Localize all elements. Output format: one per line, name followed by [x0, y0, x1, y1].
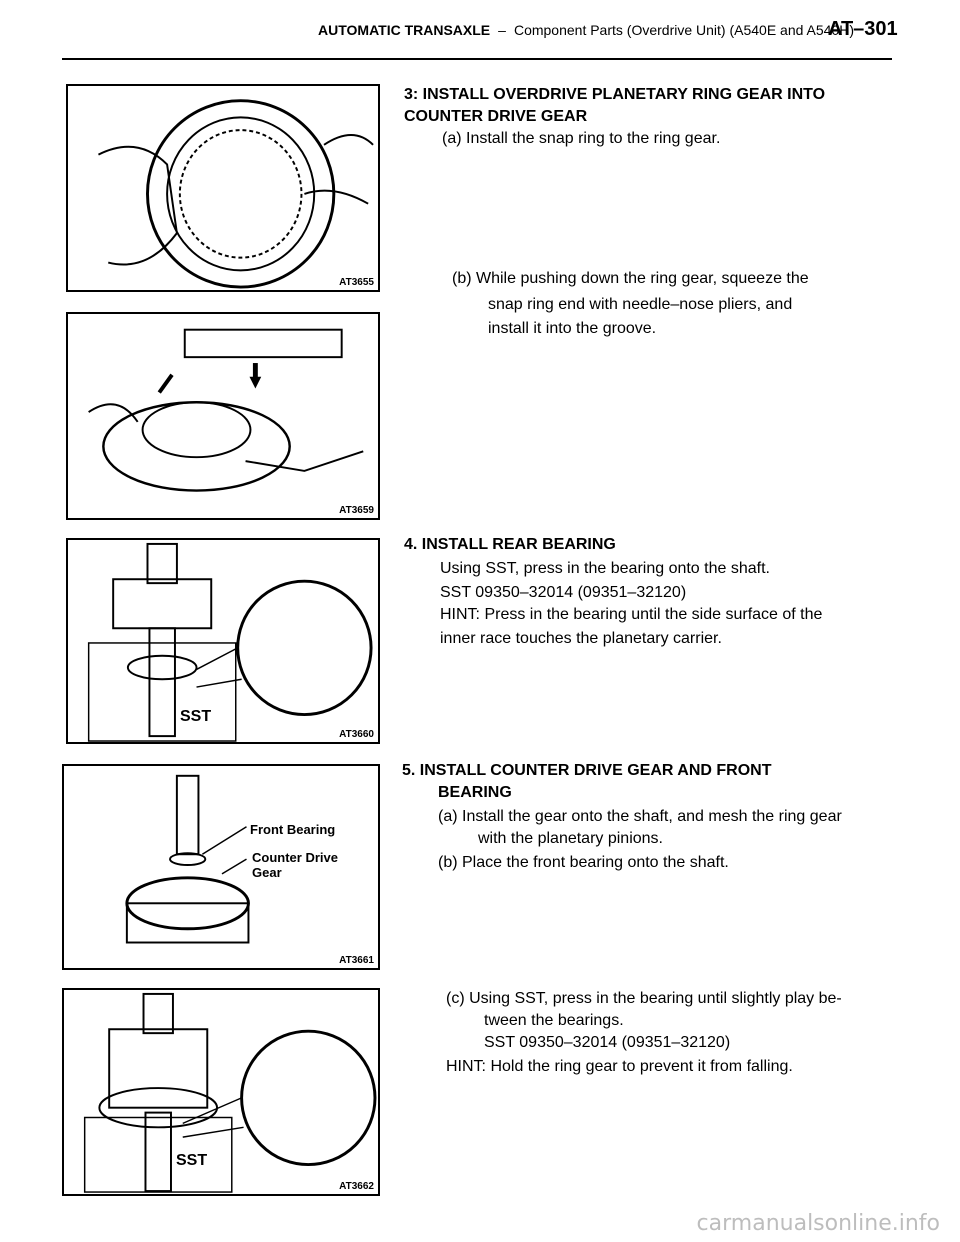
- figure-ring-gear-snap-ring: AT3655: [66, 84, 380, 292]
- header-rule: [62, 58, 892, 60]
- figure-label-sst: SST: [176, 1152, 208, 1169]
- step5-b: (b) Place the front bearing onto the sha…: [438, 854, 729, 871]
- figure-label-sst: SST: [180, 708, 212, 725]
- step3-b-line2: snap ring end with needle–nose pliers, a…: [488, 296, 793, 313]
- step3-title-line1: 3: INSTALL OVERDRIVE PLANETARY RING GEAR…: [404, 86, 826, 103]
- pliers-illustration: [88, 328, 364, 492]
- step5-c-line1: (c) Using SST, press in the bearing unti…: [446, 990, 842, 1007]
- page-number: AT–301: [828, 18, 898, 40]
- figure-counter-drive-gear: Front Bearing Counter Drive Gear AT3661: [62, 764, 380, 970]
- figure-label-front-bearing: Front Bearing: [250, 822, 336, 837]
- figure-code: AT3659: [339, 505, 374, 516]
- ring-gear-illustration: [98, 99, 374, 289]
- running-header: AUTOMATIC TRANSAXLE–Component Parts (Ove…: [318, 22, 854, 38]
- counter-drive-gear-illustration: [125, 774, 250, 944]
- step5-a-line1: (a) Install the gear onto the shaft, and…: [438, 808, 842, 825]
- step5-title-line1: 5. INSTALL COUNTER DRIVE GEAR AND FRONT: [402, 762, 772, 779]
- header-subtitle: Component Parts (Overdrive Unit) (A540E …: [513, 22, 854, 38]
- step5-c-line3: SST 09350–32014 (09351–32120): [484, 1034, 731, 1051]
- step3-title-line2: COUNTER DRIVE GEAR: [404, 108, 588, 125]
- figure-snap-ring-pliers: AT3659: [66, 312, 380, 520]
- step3-b-line1: (b) While pushing down the ring gear, sq…: [452, 270, 809, 287]
- watermark: carmanualsonline.info: [696, 1211, 940, 1236]
- figure-code: AT3662: [339, 1181, 374, 1192]
- step5-title-line2: BEARING: [438, 784, 512, 801]
- figure-label-gear: Gear: [252, 865, 282, 880]
- step4-line1: Using SST, press in the bearing onto the…: [440, 560, 770, 577]
- rear-bearing-illustration: [87, 542, 373, 742]
- step3-b-line3: install it into the groove.: [488, 320, 657, 337]
- header-separator: –: [498, 22, 506, 38]
- step5-c-line2: tween the bearings.: [484, 1012, 624, 1029]
- figure-code: AT3661: [339, 955, 374, 966]
- step4-line2: SST 09350–32014 (09351–32120): [440, 584, 687, 601]
- figure-code: AT3655: [339, 277, 374, 288]
- figure-rear-bearing-press: SST AT3660: [66, 538, 380, 744]
- figure-code: AT3660: [339, 729, 374, 740]
- step5-a-line2: with the planetary pinions.: [478, 830, 663, 847]
- step5-c-line4: HINT: Hold the ring gear to prevent it f…: [446, 1058, 793, 1075]
- figure-label-counter-drive: Counter Drive: [252, 850, 338, 865]
- step4-line3: HINT: Press in the bearing until the sid…: [440, 606, 823, 623]
- step4-line4: inner race touches the planetary carrier…: [440, 630, 722, 647]
- step4-title: 4. INSTALL REAR BEARING: [404, 536, 616, 553]
- header-section: AUTOMATIC TRANSAXLE: [318, 22, 491, 38]
- front-bearing-illustration: [83, 992, 377, 1193]
- figure-front-bearing-press: SST AT3662: [62, 988, 380, 1196]
- step3-a: (a) Install the snap ring to the ring ge…: [442, 130, 721, 147]
